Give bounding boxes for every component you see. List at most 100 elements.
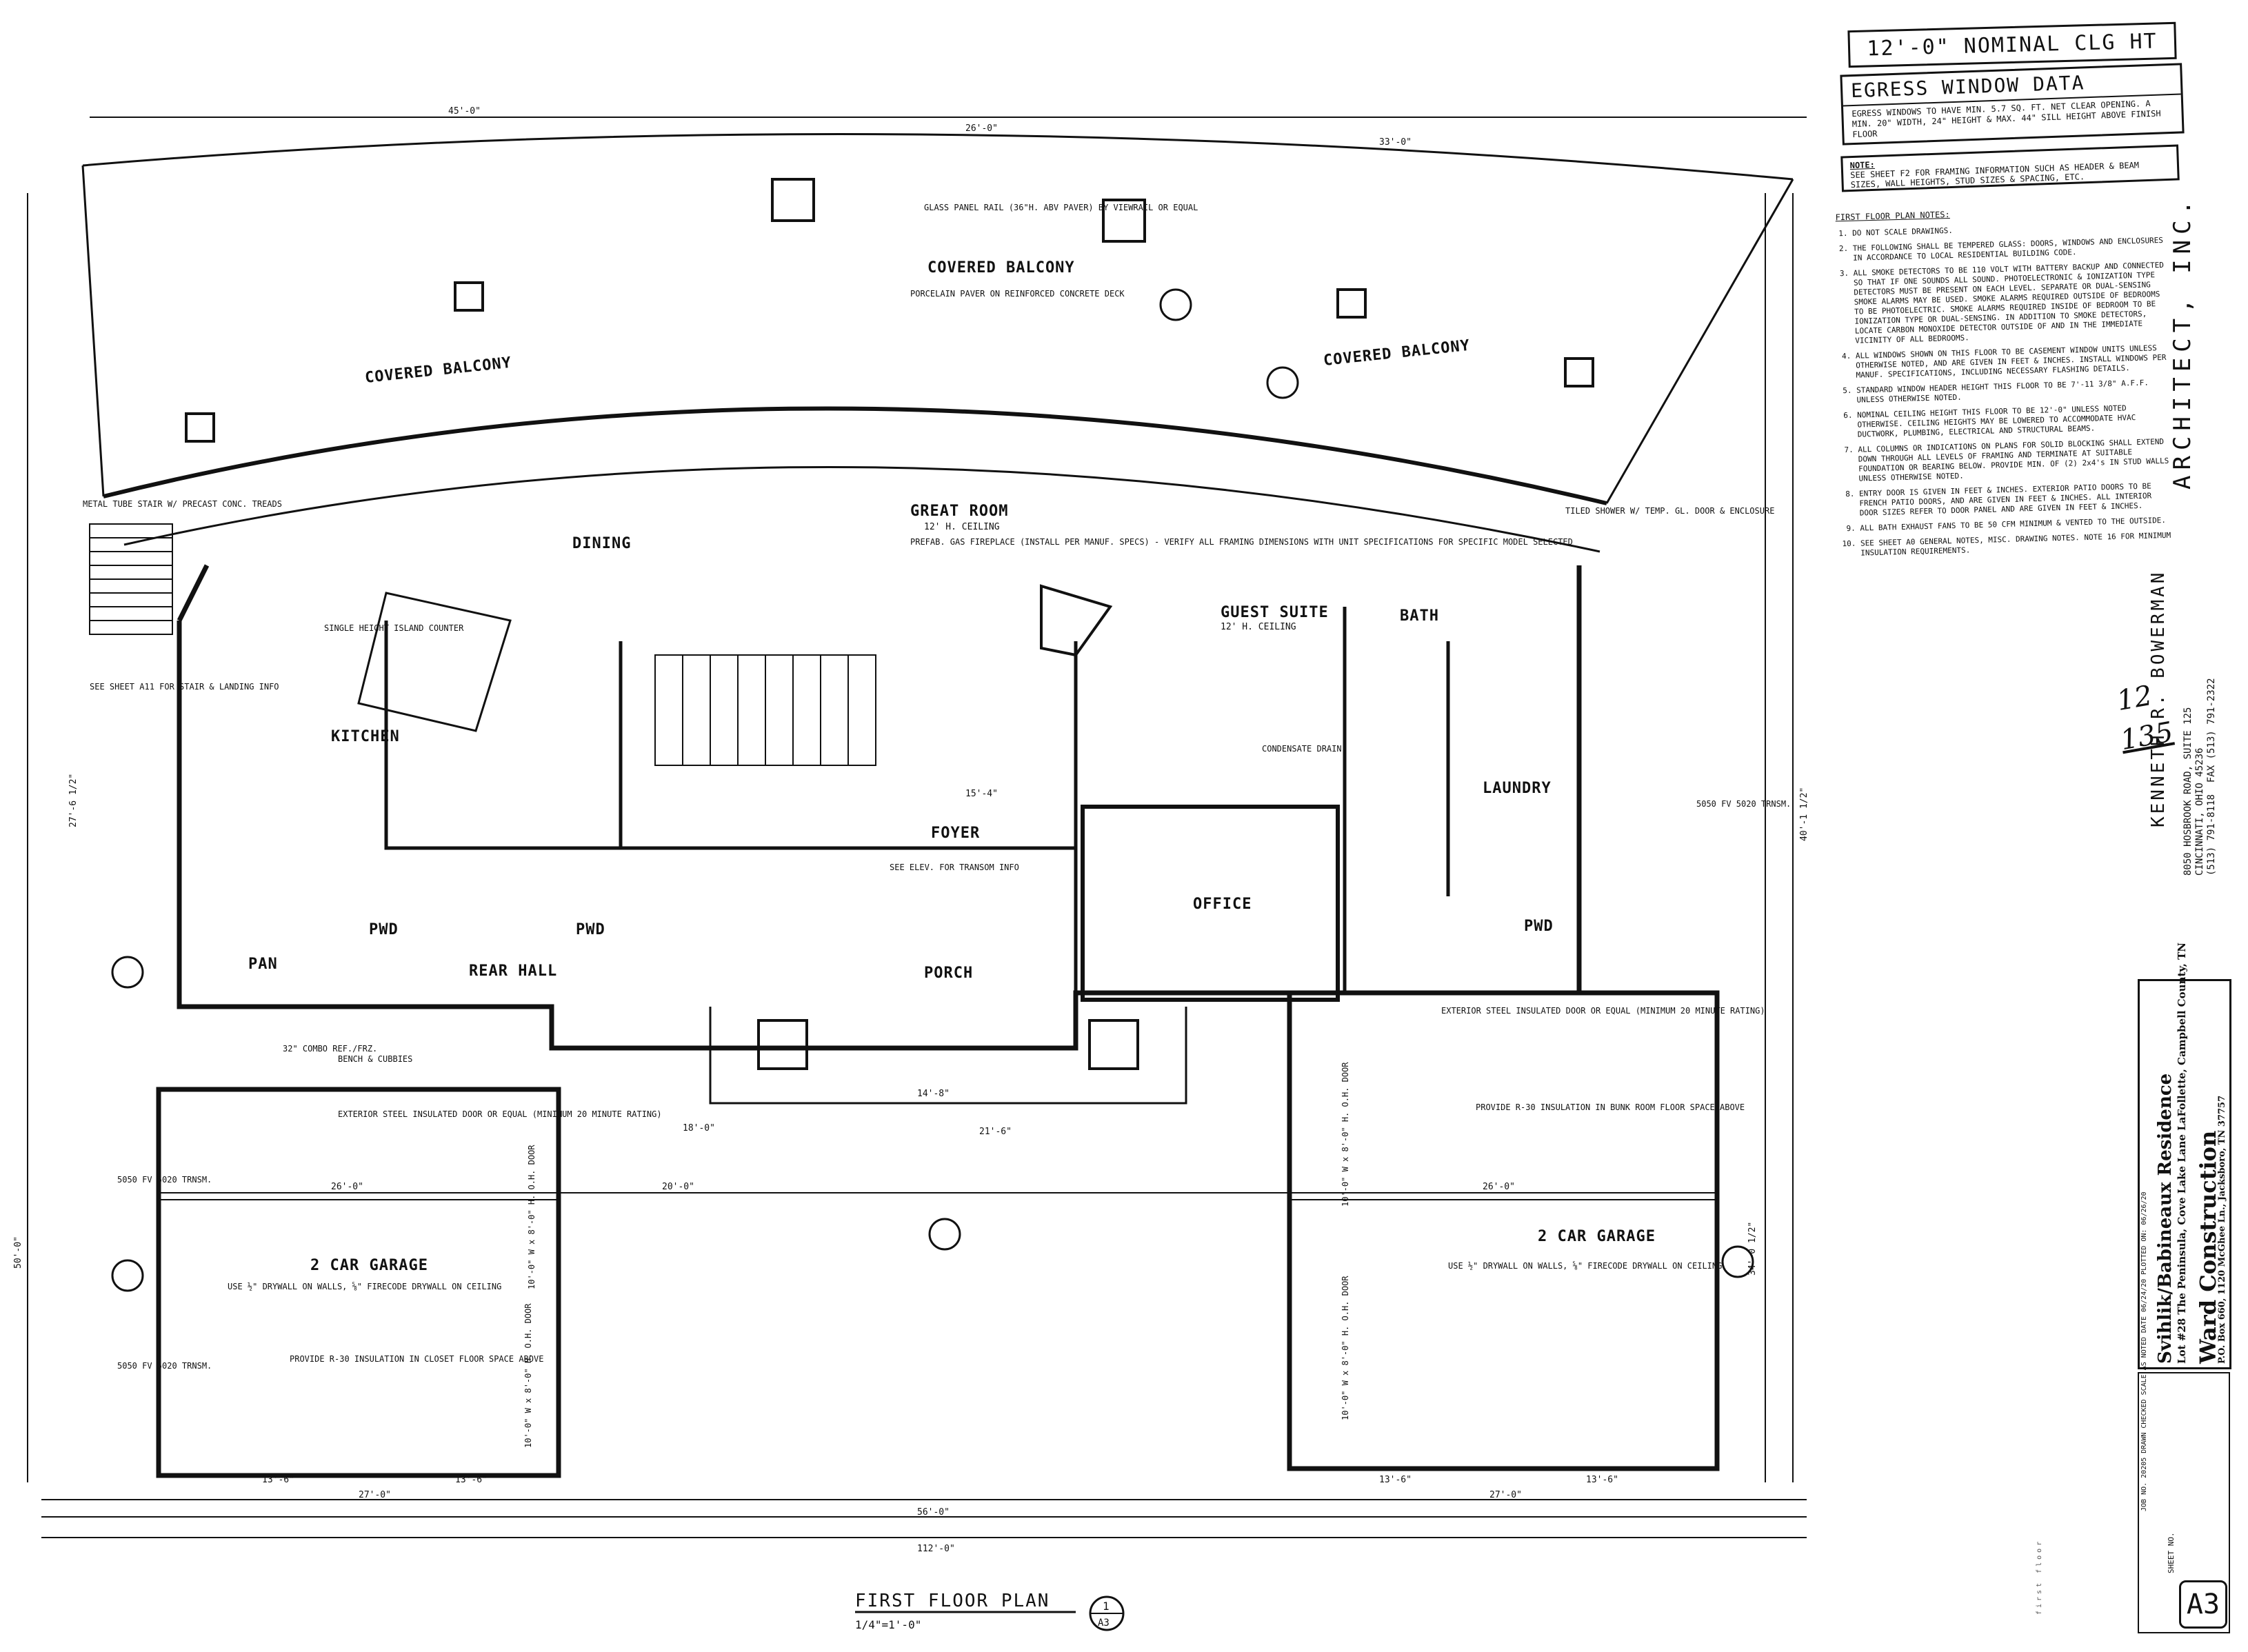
interior-stair xyxy=(654,654,876,766)
note-window-2: 5050 FV 5020 TRNSM. xyxy=(117,1361,212,1371)
sheet-info: first floor JOB NO. 20205 DRAWN CHECKED … xyxy=(2036,1191,2230,1633)
balcony-outline xyxy=(82,133,1794,181)
handwritten-note-1: 12 xyxy=(2114,679,2155,718)
framing-note-title: NOTE: xyxy=(1849,159,1876,171)
note-stair-ref: SEE SHEET A11 FOR STAIR & LANDING INFO xyxy=(90,682,279,692)
note-fireplace: PREFAB. GAS FIREPLACE (INSTALL PER MANUF… xyxy=(910,537,1573,547)
plan-note: DO NOT SCALE DRAWINGS. xyxy=(1852,221,2167,239)
note-garage-right: USE ½" DRYWALL ON WALLS, ⅝" FIRECODE DRY… xyxy=(1448,1261,1722,1271)
architect-firm: ARCHITECT, INC. xyxy=(2169,194,2196,490)
note-oh-door-2: 10'-0" W x 8'-0" H. O.H. DOOR xyxy=(523,1303,533,1448)
plan-notes: FIRST FLOOR PLAN NOTES: DO NOT SCALE DRA… xyxy=(1835,204,2175,564)
room-great-room: GREAT ROOM xyxy=(910,503,1008,520)
dim-bot-6: 13'-6" xyxy=(455,1475,488,1485)
plan-note: ALL SMOKE DETECTORS TO BE 110 VOLT WITH … xyxy=(1854,261,2170,346)
dim-garage-4: 26'-0" xyxy=(1483,1182,1515,1192)
builder-address: P.O. Box 660, 1120 McGhee Ln., Jacksboro… xyxy=(2217,1095,2227,1364)
note-window-1: 5050 FV 5020 TRNSM. xyxy=(117,1175,212,1185)
columns xyxy=(185,178,1594,1070)
fireplace xyxy=(1040,584,1113,657)
room-laundry: LAUNDRY xyxy=(1483,780,1552,797)
framing-note-box: NOTE: SEE SHEET F2 FOR FRAMING INFORMATI… xyxy=(1840,144,2180,192)
plan-note: SEE SHEET A0 GENERAL NOTES, MISC. DRAWIN… xyxy=(1860,531,2176,558)
section-markers xyxy=(111,288,1754,1292)
architect-address: 8050 HOSBROOK ROAD, SUITE 125 CINCINNATI… xyxy=(2182,678,2217,876)
plan-title: FIRST FLOOR PLAN xyxy=(855,1591,1050,1611)
note-oh-door-3: 10'-0" W x 8'-0" H. O.H. DOOR xyxy=(1341,1062,1350,1207)
dim-right-1: 34'-0 1/2" xyxy=(1747,1222,1758,1276)
dim-bot-1: 112'-0" xyxy=(917,1544,955,1554)
dim-garage-1: 26'-0" xyxy=(331,1182,363,1192)
dim-top-1: 45'-0" xyxy=(448,106,481,117)
room-kitchen: KITCHEN xyxy=(331,728,400,745)
sheet-label: first floor xyxy=(2036,1538,2043,1615)
room-pwd-3: PWD xyxy=(1524,918,1554,935)
room-pantry: PAN xyxy=(248,956,278,973)
plan-note: ALL WINDOWS SHOWN ON THIS FLOOR TO BE CA… xyxy=(1856,343,2171,381)
dim-top-3: 33'-0" xyxy=(1379,137,1412,148)
sheet-meta: JOB NO. 20205 DRAWN CHECKED SCALE AS NOT… xyxy=(2140,1191,2148,1511)
note-insulation-closet: PROVIDE R-30 INSULATION IN CLOSET FLOOR … xyxy=(290,1354,543,1364)
great-room-ceiling: 12' H. CEILING xyxy=(924,522,1000,532)
dim-foyer: 15'-4" xyxy=(965,789,998,799)
room-foyer: FOYER xyxy=(931,825,980,842)
dim-mid: 21'-6" xyxy=(979,1127,1012,1137)
dim-left-2: 27'-6 1/2" xyxy=(68,774,79,827)
plan-note: NOMINAL CEILING HEIGHT THIS FLOOR TO BE … xyxy=(1857,403,2172,440)
note-fridge: 32" COMBO REF./FRZ. xyxy=(283,1044,377,1054)
ceiling-height-box: 12'-0" NOMINAL CLG HT xyxy=(1847,21,2177,68)
room-balcony-left: COVERED BALCONY xyxy=(364,354,512,387)
dim-bot-4: 27'-0" xyxy=(1489,1490,1522,1500)
project-location: Lot #28 The Peninsula, Cove Lake Lane La… xyxy=(2176,943,2188,1364)
note-oh-door-4: 10'-0" W x 8'-0" H. O.H. DOOR xyxy=(1341,1276,1350,1420)
note-garage-left: USE ½" DRYWALL ON WALLS, ⅝" FIRECODE DRY… xyxy=(228,1282,501,1291)
note-door-left: EXTERIOR STEEL INSULATED DOOR OR EQUAL (… xyxy=(338,1109,662,1119)
office-walls xyxy=(1081,805,1340,1002)
dim-bot-5: 13'-6" xyxy=(262,1475,294,1485)
note-shower: TILED SHOWER W/ TEMP. GL. DOOR & ENCLOSU… xyxy=(1565,506,1774,516)
note-insulation-bunk: PROVIDE R-30 INSULATION IN BUNK ROOM FLO… xyxy=(1476,1102,1745,1112)
note-balcony-paver: PORCELAIN PAVER ON REINFORCED CONCRETE D… xyxy=(910,289,1125,299)
dim-porch: 14'-8" xyxy=(917,1089,950,1099)
room-balcony-right: COVERED BALCONY xyxy=(1323,337,1471,370)
note-stair: METAL TUBE STAIR W/ PRECAST CONC. TREADS xyxy=(83,499,282,509)
egress-window-box: EGRESS WINDOW DATA EGRESS WINDOWS TO HAV… xyxy=(1840,63,2185,145)
exterior-stair xyxy=(89,523,173,635)
dim-left-1: 50'-0" xyxy=(13,1236,23,1269)
garage-left-walls xyxy=(156,1087,561,1478)
room-dining: DINING xyxy=(572,535,631,552)
room-bath: BATH xyxy=(1400,607,1439,625)
note-elev-transom: SEE ELEV. FOR TRANSOM INFO xyxy=(890,863,1019,872)
framing-note-text: SEE SHEET F2 FOR FRAMING INFORMATION SUC… xyxy=(1849,160,2140,190)
room-office: OFFICE xyxy=(1193,896,1252,913)
plan-notes-title: FIRST FLOOR PLAN NOTES: xyxy=(1835,210,1950,223)
room-porch: PORCH xyxy=(924,965,973,982)
plan-note: ALL COLUMNS OR INDICATIONS ON PLANS FOR … xyxy=(1858,437,2173,484)
kitchen-island xyxy=(357,592,512,732)
dimension-lines xyxy=(27,117,1807,1538)
note-oh-door-1: 10'-0" W x 8'-0" H. O.H. DOOR xyxy=(527,1145,536,1289)
dim-garage-3: 18'-0" xyxy=(683,1123,715,1134)
plan-note: STANDARD WINDOW HEADER HEIGHT THIS FLOOR… xyxy=(1856,378,2171,405)
dim-bot-7: 13'-6" xyxy=(1379,1475,1412,1485)
dim-bot-3: 27'-0" xyxy=(359,1490,391,1500)
room-garage-right: 2 CAR GARAGE xyxy=(1538,1228,1656,1245)
plan-tag-sheet: A3 xyxy=(1098,1618,1110,1629)
plan-title-block: FIRST FLOOR PLAN 1/4"=1'-0" 1 A3 xyxy=(855,1591,1125,1631)
dim-right-2: 40'-1 1/2" xyxy=(1799,787,1809,841)
plan-tag-num: 1 xyxy=(1103,1600,1110,1613)
garage-right-walls xyxy=(1287,990,1720,1471)
plan-note: THE FOLLOWING SHALL BE TEMPERED GLASS: D… xyxy=(1853,236,2168,263)
room-guest-suite: GUEST SUITE xyxy=(1221,604,1329,621)
room-pwd-1: PWD xyxy=(369,921,399,938)
dim-garage-2: 20'-0" xyxy=(662,1182,694,1192)
dim-top-2: 26'-0" xyxy=(965,123,998,134)
note-bench: BENCH & CUBBIES xyxy=(338,1054,412,1064)
plan-note: ALL BATH EXHAUST FANS TO BE 50 CFM MINIM… xyxy=(1860,516,2174,534)
sheet-no-label: SHEET NO. xyxy=(2167,1532,2176,1573)
title-block: Svihlik/Babineaux Residence Lot #28 The … xyxy=(2138,943,2231,1369)
guest-suite-ceiling: 12' H. CEILING xyxy=(1221,622,1296,632)
note-condensate: CONDENSATE DRAIN xyxy=(1262,744,1342,754)
note-window-3: 5050 FV 5020 TRNSM. xyxy=(1696,799,1791,809)
dim-bot-2: 56'-0" xyxy=(917,1507,950,1518)
